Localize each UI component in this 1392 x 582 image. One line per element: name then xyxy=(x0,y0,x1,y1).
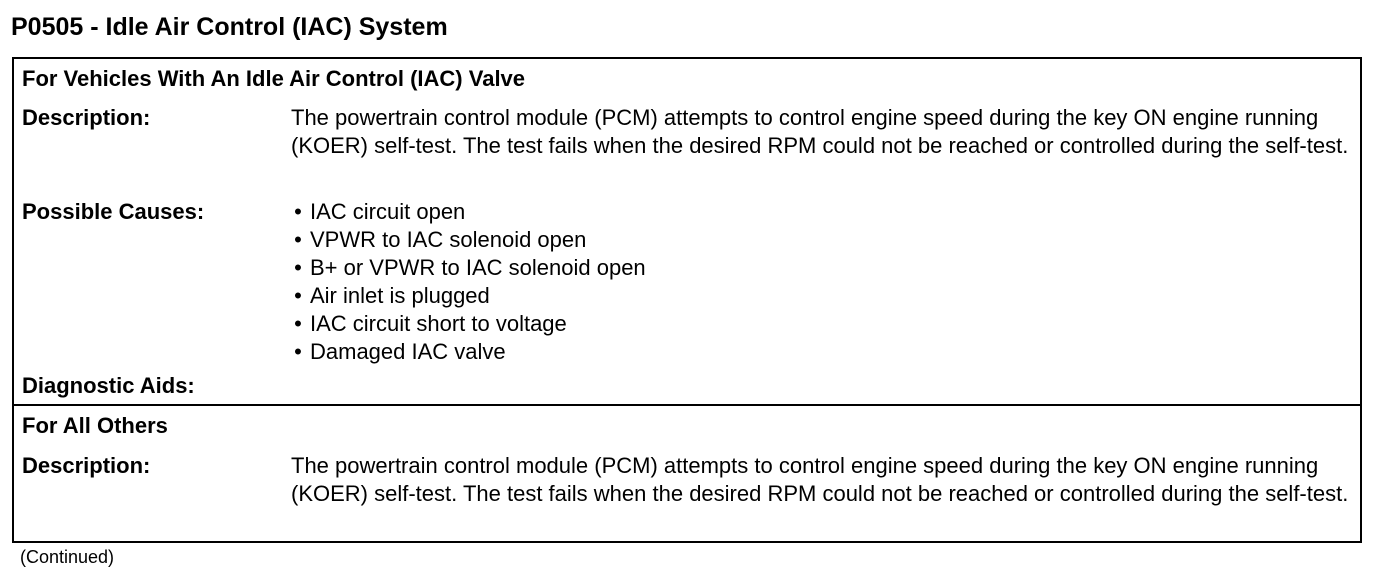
list-item: • Air inlet is plugged xyxy=(286,282,646,310)
bullet-icon: • xyxy=(294,311,302,336)
description-text: The powertrain control module (PCM) atte… xyxy=(291,105,1349,158)
section-heading-iac-valve: For Vehicles With An Idle Air Control (I… xyxy=(22,66,526,91)
possible-causes-label: Possible Causes: xyxy=(22,199,205,224)
description-label: Description: xyxy=(22,105,151,130)
bullet-icon: • xyxy=(294,339,302,364)
bullet-icon: • xyxy=(294,199,302,224)
bullet-icon: • xyxy=(294,255,302,280)
list-item: • VPWR to IAC solenoid open xyxy=(286,226,646,254)
cause-text: Air inlet is plugged xyxy=(310,283,490,308)
continued-note: (Continued) xyxy=(20,547,115,567)
section-heading-all-others: For All Others xyxy=(22,413,168,438)
description-text: The powertrain control module (PCM) atte… xyxy=(291,453,1349,506)
list-item: • Damaged IAC valve xyxy=(286,338,646,366)
cause-text: IAC circuit open xyxy=(310,199,466,224)
description-label: Description: xyxy=(22,453,151,478)
page-title: P0505 - Idle Air Control (IAC) System xyxy=(11,13,448,41)
cause-text: VPWR to IAC solenoid open xyxy=(310,227,587,252)
cause-text: B+ or VPWR to IAC solenoid open xyxy=(310,255,646,280)
list-item: • IAC circuit short to voltage xyxy=(286,310,646,338)
list-item: • B+ or VPWR to IAC solenoid open xyxy=(286,254,646,282)
section-divider xyxy=(14,404,1360,406)
diagnostic-aids-label: Diagnostic Aids: xyxy=(22,373,195,398)
bullet-icon: • xyxy=(294,227,302,252)
dtc-table: For Vehicles With An Idle Air Control (I… xyxy=(12,57,1362,543)
bullet-icon: • xyxy=(294,283,302,308)
cause-text: Damaged IAC valve xyxy=(310,339,506,364)
list-item: • IAC circuit open xyxy=(286,198,646,226)
possible-causes-list: • IAC circuit open • VPWR to IAC solenoid … xyxy=(286,198,646,366)
cause-text: IAC circuit short to voltage xyxy=(310,311,567,336)
